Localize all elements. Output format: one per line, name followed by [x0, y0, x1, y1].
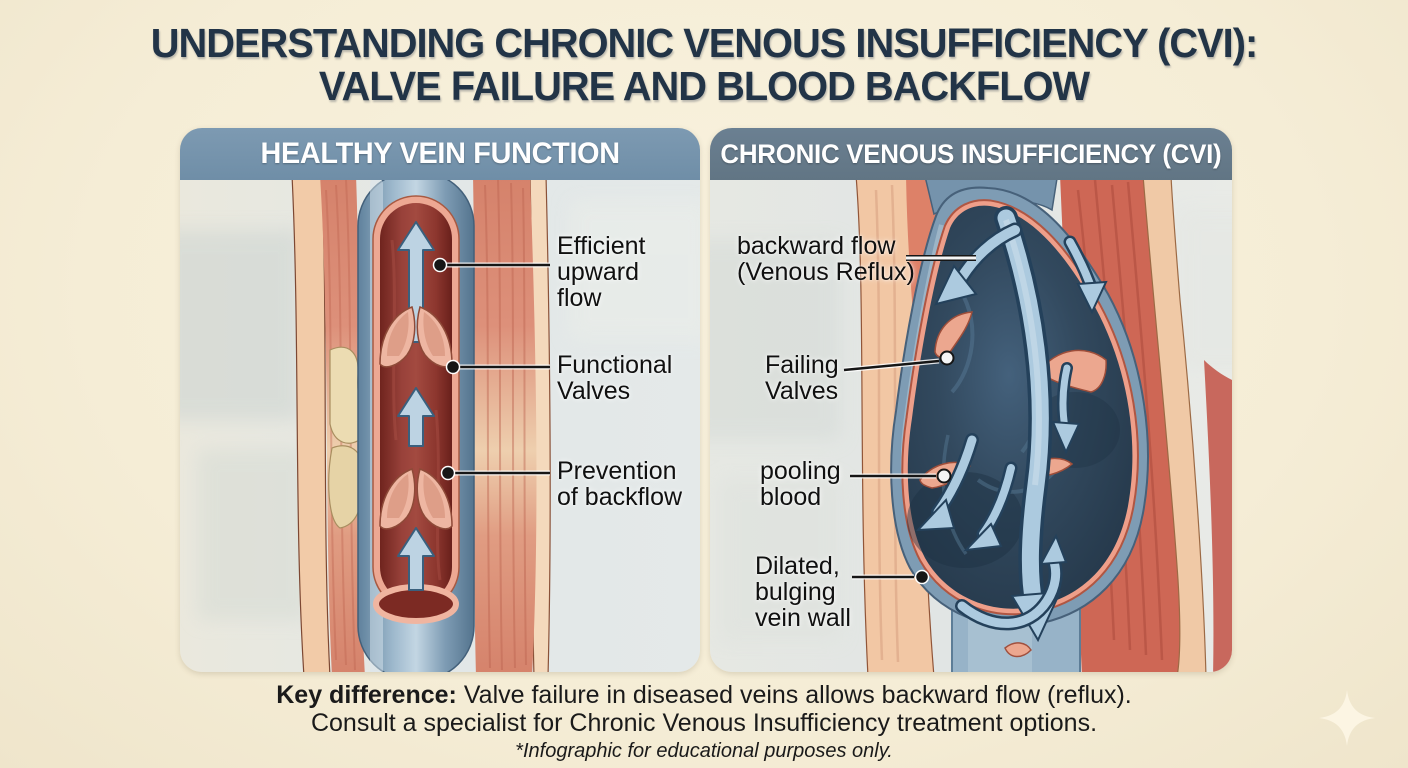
- label-functional-valves: Functional Valves: [557, 352, 672, 404]
- healthy-panel-header: HEALTHY VEIN FUNCTION: [180, 128, 700, 180]
- footer-key-text: Valve failure in diseased veins allows b…: [463, 681, 1132, 709]
- up-arrow-icon: [397, 221, 435, 343]
- label-line: flow: [557, 284, 602, 312]
- healthy-vein-panel: HEALTHY VEIN FUNCTION: [180, 128, 700, 672]
- sparkle-icon: [1319, 690, 1375, 746]
- label-line: Valves: [557, 377, 631, 405]
- healthy-vein-illustration: [180, 180, 700, 672]
- label-line: Functional: [557, 351, 673, 379]
- label-line: upward: [557, 258, 639, 286]
- cvi-vein-illustration: [710, 180, 1232, 672]
- page-title-line1: UNDERSTANDING CHRONIC VENOUS INSUFFICIEN…: [150, 20, 1259, 66]
- label-line: pooling: [760, 457, 841, 485]
- blurred-background: [710, 210, 1232, 640]
- down-arrow-icon: [1051, 420, 1081, 455]
- label-line: bulging: [755, 578, 836, 606]
- upward-flow-arrows: [397, 221, 435, 591]
- label-backward-flow: backward flow (Venous Reflux): [737, 233, 915, 285]
- label-line: of backflow: [557, 483, 683, 511]
- label-line: (Venous Reflux): [737, 258, 915, 286]
- healthy-panel-body: Efficient upward flow Functional Valves …: [180, 180, 700, 672]
- label-line: blood: [760, 483, 822, 511]
- down-left-arrow-icon: [963, 522, 1003, 552]
- label-line: Valves: [765, 377, 839, 405]
- cvi-panel: CHRONIC VENOUS INSUFFICIENCY (CVI): [710, 128, 1232, 672]
- leg-tissue-right: [473, 180, 551, 672]
- page-title: UNDERSTANDING CHRONIC VENOUS INSUFFICIEN…: [0, 22, 1408, 108]
- healthy-callouts: [432, 257, 550, 481]
- label-pooling-blood: pooling blood: [760, 458, 841, 510]
- label-dilated-vein-wall: Dilated, bulging vein wall: [755, 553, 851, 631]
- label-line: Failing: [765, 351, 839, 379]
- label-failing-valves: Failing Valves: [765, 352, 839, 404]
- backward-flow-arrows: [915, 206, 1108, 643]
- label-efficient-upward-flow: Efficient upward flow: [557, 233, 645, 311]
- footer-key-label: Key difference:: [276, 681, 457, 709]
- label-line: Dilated,: [755, 552, 840, 580]
- leg-tissue-left: [291, 180, 365, 672]
- footer-consult-line: Consult a specialist for Chronic Venous …: [310, 709, 1098, 737]
- down-arrow-icon: [1076, 280, 1108, 315]
- healthy-panel-header-label: HEALTHY VEIN FUNCTION: [260, 137, 620, 170]
- label-line: vein wall: [755, 604, 851, 632]
- up-arrow-icon: [397, 387, 435, 447]
- down-left-arrow-icon: [915, 498, 956, 532]
- label-line: backward flow: [737, 232, 896, 260]
- page-title-line2: VALVE FAILURE AND BLOOD BACKFLOW: [318, 63, 1090, 109]
- vein-cut-mouth: [373, 584, 459, 624]
- cvi-panel-header: CHRONIC VENOUS INSUFFICIENCY (CVI): [710, 128, 1232, 180]
- cvi-callouts: [843, 255, 976, 585]
- knee-bone-lower: [328, 445, 365, 529]
- label-line: Efficient: [557, 232, 646, 260]
- label-prevention-of-backflow: Prevention of backflow: [557, 458, 682, 510]
- swirl-up-arrow-icon: [1039, 533, 1068, 566]
- blurred-background: [180, 200, 700, 620]
- label-line: Prevention: [557, 457, 677, 485]
- cvi-panel-header-label: CHRONIC VENOUS INSUFFICIENCY (CVI): [720, 138, 1222, 169]
- footer: Key difference:Valve failure in diseased…: [0, 681, 1408, 763]
- up-arrow-icon: [397, 527, 435, 591]
- footer-key-difference: Key difference:Valve failure in diseased…: [0, 681, 1408, 709]
- cvi-panel-body: backward flow (Venous Reflux) Failing Va…: [710, 180, 1232, 672]
- footer-disclaimer: *Infographic for educational purposes on…: [515, 740, 893, 762]
- functional-valves: [379, 306, 453, 530]
- down-left-arrow-icon: [934, 264, 978, 306]
